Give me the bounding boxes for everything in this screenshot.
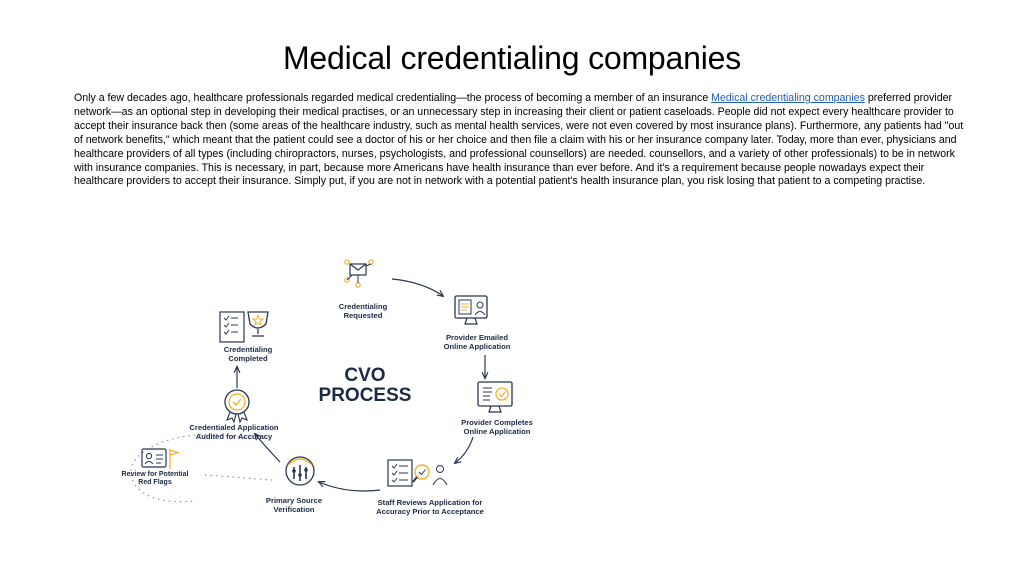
center-line-2: PROCESS bbox=[318, 385, 412, 406]
center-line-1: CVO bbox=[344, 365, 386, 386]
body-paragraph: Only a few decades ago, healthcare profe… bbox=[74, 92, 974, 189]
dotted-connector bbox=[204, 474, 273, 481]
slide-title: Medical credentialing companies bbox=[282, 40, 742, 76]
step-label-provider-emailed: Provider Emailed Online Application bbox=[443, 333, 511, 352]
paragraph-end: preferred provider network—as an optiona… bbox=[74, 92, 964, 188]
arrow-4-to-5 bbox=[319, 482, 381, 492]
arrow-3-to-4 bbox=[455, 436, 474, 463]
id-card-flag-icon bbox=[141, 448, 181, 469]
monitor-check-icon bbox=[477, 381, 513, 413]
step-label-credentialing-requested: Credentialing Requested bbox=[338, 302, 388, 321]
step-label-credentialed-audited: Credentialed Application Audited for Acc… bbox=[189, 423, 279, 442]
step-label-primary-source: Primary Source Verification bbox=[265, 496, 323, 515]
arrow-1-to-2 bbox=[391, 278, 443, 296]
medical-credentialing-link[interactable]: Medical credentialing companies bbox=[711, 92, 865, 104]
step-label-red-flags: Review for Potential Red Flags bbox=[121, 471, 189, 487]
trophy-checklist-icon bbox=[219, 311, 269, 343]
arrow-5-to-6 bbox=[255, 434, 281, 463]
paragraph-start: Only a few decades ago, healthcare profe… bbox=[74, 92, 712, 104]
cvo-process-center-label: CVO PROCESS bbox=[300, 366, 430, 406]
monitor-form-icon bbox=[454, 295, 488, 325]
seal-badge-icon bbox=[224, 389, 250, 424]
step-label-provider-completes: Provider Completes Online Application bbox=[461, 418, 533, 437]
step-label-staff-reviews: Staff Reviews Application for Accuracy P… bbox=[376, 498, 484, 517]
step-label-credentialing-completed: Credentialing Completed bbox=[223, 345, 273, 364]
cvo-process-diagram bbox=[130, 259, 513, 503]
checklist-magnifier-icon bbox=[387, 459, 448, 487]
dotted-side-loop bbox=[130, 433, 251, 503]
envelope-network-icon bbox=[344, 259, 374, 288]
verification-gauge-icon bbox=[285, 456, 315, 486]
